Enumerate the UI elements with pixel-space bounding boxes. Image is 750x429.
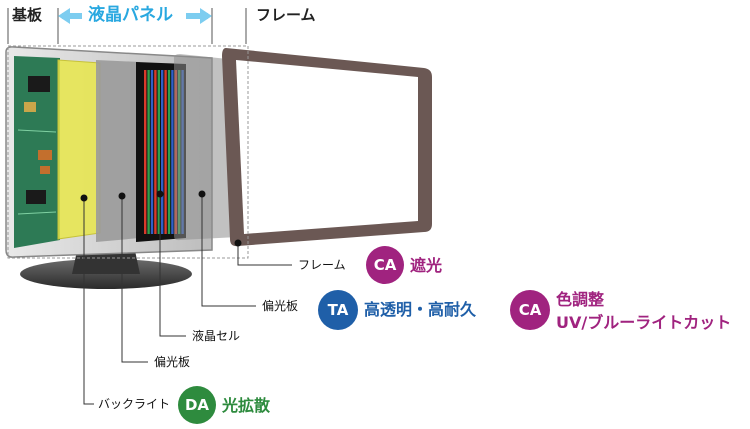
rear-polarizer-callout: 偏光板 xyxy=(154,355,191,369)
screen-area-outline xyxy=(7,45,249,259)
substrate-label: 基板 xyxy=(12,6,43,24)
backlight-da-badge: DA xyxy=(178,386,216,424)
lcd-panel-label: 液晶パネル xyxy=(88,5,173,25)
callout-leaders xyxy=(83,194,292,405)
polarizer-ta-badge: TA xyxy=(318,290,358,330)
color-feature-line2: UV/ブルーライトカット xyxy=(556,313,732,332)
frame-top-label: フレーム xyxy=(256,6,316,24)
frame-callout: フレーム xyxy=(298,258,346,272)
frame-feature: 遮光 xyxy=(410,256,443,275)
lc-cell-callout: 液晶セル xyxy=(192,329,241,343)
rear-polarizer-layer xyxy=(96,60,140,242)
frame-layer xyxy=(222,48,432,247)
top-guide-lines xyxy=(7,8,247,44)
front-polarizer-callout: 偏光板 xyxy=(262,299,299,313)
color-feature-line1: 色調整 xyxy=(556,290,605,309)
backlight-layer xyxy=(57,59,101,240)
callout-dots xyxy=(80,190,242,247)
backlight-callout: バックライト xyxy=(98,397,171,411)
backlight-feature: 光拡散 xyxy=(222,396,271,415)
polarizer-feature: 高透明・高耐久 xyxy=(364,300,477,319)
circuit-board xyxy=(14,56,60,248)
frame-ca-badge: CA xyxy=(366,246,404,284)
color-ca-badge: CA xyxy=(510,290,550,330)
lcd-panel-arrow xyxy=(58,6,212,26)
